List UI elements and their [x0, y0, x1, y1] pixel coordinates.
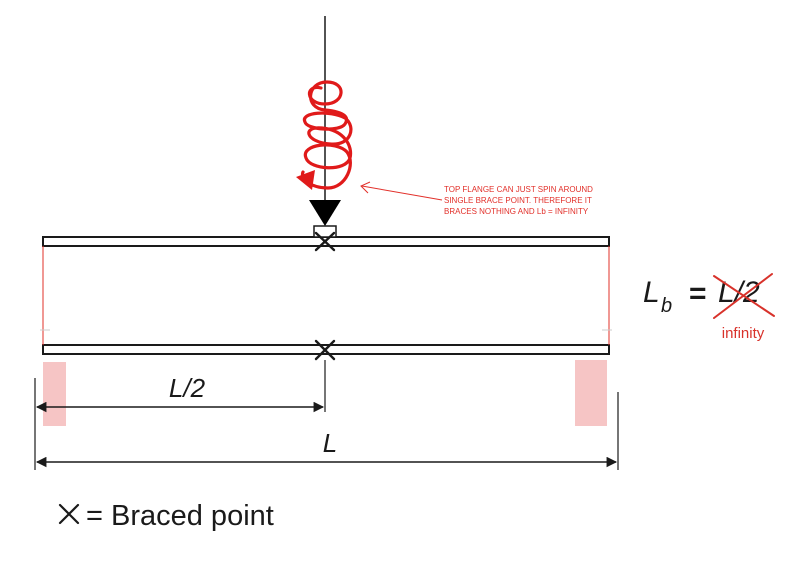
unbraced-length-symbol: L [643, 276, 660, 309]
top-brace-mark [314, 231, 336, 252]
top-brace-plate [313, 225, 337, 238]
unbraced-length-equals: = [689, 277, 707, 310]
legend-symbol [58, 503, 80, 525]
annotation-line-1: TOP FLANGE CAN JUST SPIN AROUND [444, 185, 593, 194]
annotation-line-3: BRACES NOTHING AND Lb = INFINITY [444, 207, 589, 216]
annotation-line-2: SINGLE BRACE POINT. THEREFORE IT [444, 196, 592, 205]
annotation-note: TOP FLANGE CAN JUST SPIN AROUND SINGLE B… [444, 185, 595, 216]
legend-text: = Braced point [86, 500, 274, 532]
unbraced-length-subscript: b [661, 295, 672, 317]
note-pointer-line [361, 185, 443, 201]
load-arrowhead [309, 200, 341, 226]
right-support [575, 360, 607, 426]
left-support [43, 362, 66, 426]
half-span-label: L/2 [169, 373, 206, 403]
rotation-spiral [300, 80, 353, 190]
unbraced-length-revised-value: infinity [722, 325, 765, 342]
strike-through-mark [713, 273, 775, 319]
full-span-label: L [323, 428, 337, 458]
note-pointer-arrowhead [360, 181, 371, 194]
spiral-arrowhead [296, 170, 315, 190]
bottom-brace-mark [314, 339, 336, 361]
